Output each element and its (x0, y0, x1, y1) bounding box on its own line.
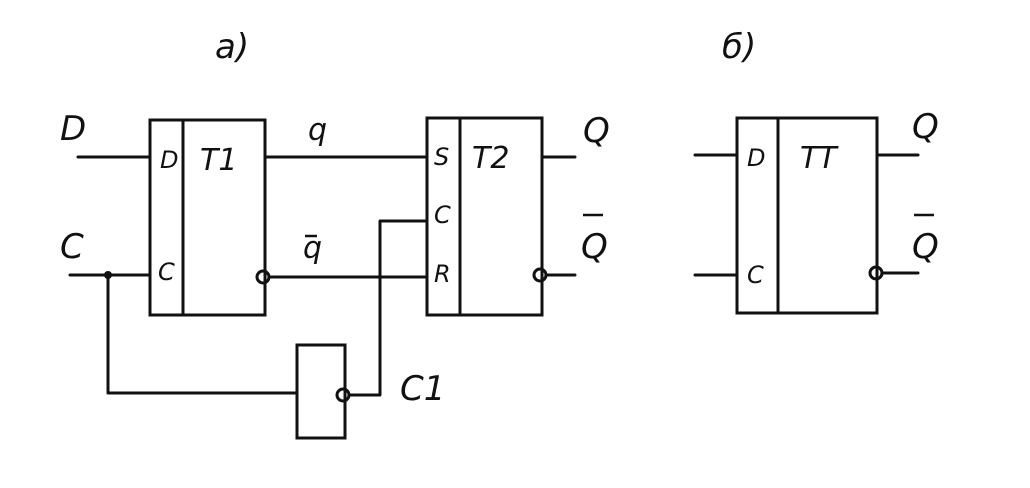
caption-b: б) (722, 27, 756, 67)
input-d-label: D (60, 109, 86, 149)
signal-c1-label: C1 (400, 369, 445, 409)
t2-pin-r: R (434, 260, 451, 288)
signal-q-label: q (308, 113, 327, 148)
inverter-gate (295, 343, 351, 440)
wire-c1 (347, 219, 429, 397)
wires-b (693, 153, 920, 277)
tt-pin-c: C (747, 261, 764, 289)
t1-pin-c: C (158, 258, 175, 286)
output-q-bar-label: Q (581, 227, 608, 267)
t2-inverted-output-bubble (532, 267, 548, 283)
t2-name: T2 (472, 141, 509, 176)
input-c-label: C (60, 227, 84, 267)
t2-box (425, 116, 544, 317)
t1-inverted-output-bubble (255, 269, 271, 285)
output-q-label: Q (583, 111, 610, 151)
t2-pin-s: S (434, 143, 449, 171)
tt-name: TT (800, 141, 839, 176)
signal-q-bar-label: q (303, 231, 322, 266)
tt-flip-flop: TT D C (735, 116, 884, 315)
wire-c-to-inverter (106, 273, 299, 395)
part-a: a) D C T1 D C T2 S C R (60, 27, 610, 440)
t2-pin-c: C (434, 201, 451, 229)
tt-pin-d: D (747, 144, 765, 172)
t1-flip-flop: T1 D C (148, 118, 271, 317)
part-b: б) TT D C Q Q (693, 27, 939, 315)
inverter-bubble (335, 387, 351, 403)
t1-name: T1 (200, 143, 237, 178)
caption-a: a) (215, 27, 249, 67)
wires-a (68, 155, 577, 397)
tt-output-q-bar-label: Q (912, 227, 939, 267)
tt-box (735, 116, 879, 315)
t2-flip-flop: T2 S C R (425, 116, 548, 317)
tt-output-q-label: Q (912, 107, 939, 147)
t1-pin-d: D (160, 146, 178, 174)
t1-box (148, 118, 267, 317)
